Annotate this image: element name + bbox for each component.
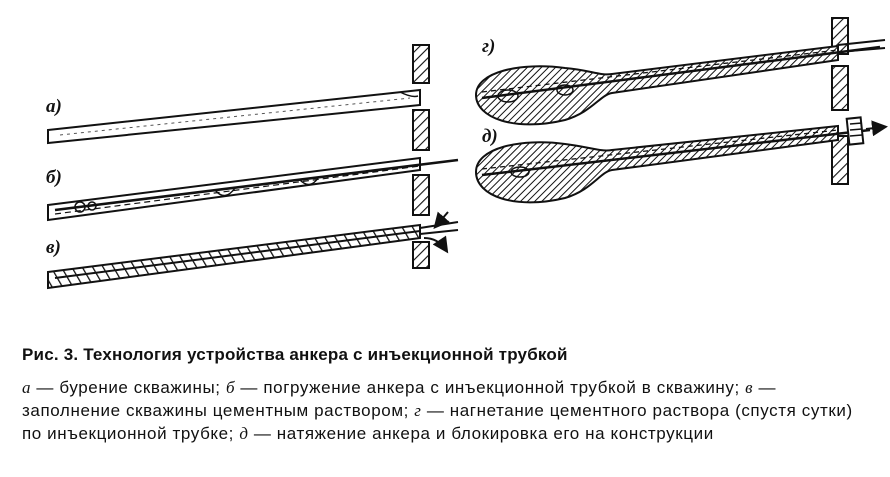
caption-item-d: — натяжение анкера и блокировка его на к… bbox=[248, 424, 714, 443]
figure-caption-text: а — бурение скважины; б — погружение анк… bbox=[22, 376, 872, 445]
caption-letter-d: д bbox=[239, 424, 249, 443]
caption-item-v: — заполнение скважины цементным растворо… bbox=[22, 378, 777, 420]
figure-caption-title: Рис. 3. Технология устройства анкера с и… bbox=[22, 345, 568, 364]
panel-b-anchor-insertion: б) bbox=[46, 156, 459, 222]
panel-d-label: д) bbox=[482, 126, 498, 147]
wall-left bbox=[412, 44, 430, 269]
caption-item-b: — погружение анкера с инъекционной трубк… bbox=[235, 378, 746, 397]
panel-d-tensioning: д) bbox=[474, 116, 888, 204]
caption-item-g: — нагнетание цементного раствора (спустя… bbox=[22, 401, 853, 443]
panel-a-label: а) bbox=[46, 96, 62, 117]
wall-right bbox=[831, 17, 849, 185]
panel-b-label: б) bbox=[46, 167, 62, 188]
panel-v-label: в) bbox=[46, 237, 61, 258]
anchor-technology-figure: а) б) в) г) bbox=[46, 17, 888, 290]
panel-g-injection: г) bbox=[474, 36, 886, 126]
caption-letter-g: г bbox=[414, 401, 422, 420]
caption-letter-a: а bbox=[22, 378, 32, 397]
caption-item-a: — бурение скважины; bbox=[31, 378, 226, 397]
panel-v-grout-filling: в) bbox=[46, 211, 459, 290]
caption-letter-b: б bbox=[225, 378, 236, 397]
panel-a-drilling: а) bbox=[46, 88, 421, 145]
panel-g-label: г) bbox=[482, 36, 495, 57]
caption-letter-v: в bbox=[745, 378, 754, 397]
